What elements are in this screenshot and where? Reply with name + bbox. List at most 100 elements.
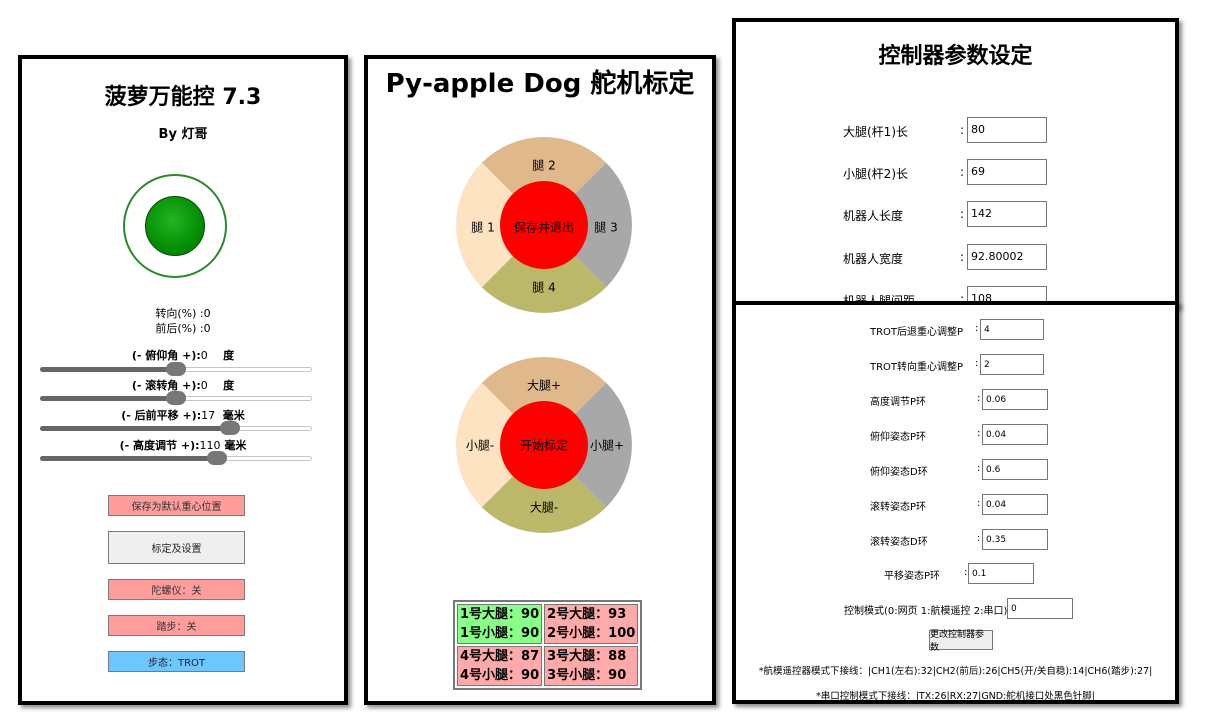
robot-length-input[interactable]: 142 (967, 201, 1047, 227)
height-unit: 毫米 (224, 439, 247, 452)
robot-params-panel: 控制器参数设定 大腿(杆1)长 : 80 小腿(杆2)长 : 69 机器人长度 … (732, 18, 1179, 308)
modify-params-button[interactable]: 更改控制器参数 (929, 630, 993, 653)
gyro-toggle-button[interactable]: 陀螺仪：关 (108, 579, 245, 600)
trot-back-p-input[interactable]: 4 (980, 319, 1044, 340)
colon: : (977, 393, 981, 404)
field-label: 机器人腿间距 (843, 292, 915, 304)
roll-label: (- 滚转角 +): (131, 379, 201, 392)
field-label: 大腿(杆1)长 (843, 125, 908, 139)
control-mode-input[interactable]: 0 (1007, 598, 1073, 619)
cell-text: 4号大腿：87 (460, 649, 540, 664)
field-row: 大腿(杆1)长 : 80 (843, 117, 1053, 143)
shift-p-input[interactable]: 0.1 (968, 563, 1034, 584)
roll-value: 0 (200, 379, 208, 392)
trot-turn-p-input[interactable]: 2 (980, 354, 1044, 375)
joystick-knob[interactable] (145, 196, 205, 256)
cell-text: 3号大腿：88 (547, 649, 627, 664)
shift-label: (- 后前平移 +): (121, 409, 202, 422)
slider-fill (40, 456, 217, 461)
cell-text: 4号小腿：90 (460, 668, 540, 683)
leg-4-label: 腿 4 (532, 280, 556, 295)
calibration-title: Py-apple Dog 舵机标定 (385, 69, 695, 99)
field-label: 机器人宽度 (843, 252, 904, 266)
field-label: 平移姿态P环 (884, 571, 941, 582)
field-row: 平移姿态P环 : 0.1 (884, 563, 1084, 584)
leg-select-pad: 腿 2 腿 1 腿 3 腿 4 保存并退出 (456, 137, 632, 313)
leg4-cell: 4号大腿：87 4号小腿：90 (457, 646, 543, 686)
roll-slider[interactable] (40, 391, 312, 407)
shift-slider[interactable] (40, 421, 312, 437)
height-slider[interactable] (40, 451, 312, 467)
roll-slider-label: (- 滚转角 +):0 度 (22, 377, 344, 393)
colon: : (960, 165, 965, 179)
height-value: 110 (199, 439, 221, 452)
shift-slider-label: (- 后前平移 +):17 毫米 (22, 407, 344, 423)
start-calibration-circle[interactable] (500, 401, 588, 489)
field-row: 俯仰姿态P环 : 0.04 (870, 424, 1070, 445)
leg-1-label: 腿 1 (471, 220, 495, 235)
colon: : (975, 323, 979, 334)
pitch-p-input[interactable]: 0.04 (982, 424, 1048, 445)
robot-width-input[interactable]: 92.80002 (967, 244, 1047, 270)
roll-p-input[interactable]: 0.04 (982, 494, 1048, 515)
save-exit-button[interactable]: 保存并退出 (513, 220, 575, 235)
colon: : (960, 250, 965, 264)
colon: : (960, 292, 965, 306)
calibrate-settings-button[interactable]: 标定及设置 (108, 531, 245, 564)
gait-button[interactable]: 步态：TROT (108, 651, 245, 672)
height-label: (- 高度调节 +): (119, 439, 200, 452)
slider-thumb[interactable] (206, 451, 227, 465)
shank-length-input[interactable]: 69 (967, 159, 1047, 185)
leg-2-label: 腿 2 (532, 158, 556, 173)
pitch-slider-label: (- 俯仰角 +):0 度 (22, 347, 344, 363)
stepping-toggle-button[interactable]: 踏步：关 (108, 615, 245, 636)
roll-d-input[interactable]: 0.35 (982, 529, 1048, 550)
field-label: 滚转姿态P环 (870, 502, 927, 513)
colon: : (977, 498, 981, 509)
forward-value: :0 (199, 322, 211, 335)
pitch-d-input[interactable]: 0.6 (982, 459, 1048, 480)
steer-value: :0 (199, 307, 211, 320)
calibration-panel: Py-apple Dog 舵机标定 腿 2 腿 1 腿 3 腿 4 保存并退出 … (364, 55, 716, 705)
forward-label: 前后(%) (155, 322, 197, 335)
slider-thumb[interactable] (220, 421, 241, 435)
field-label: 小腿(杆2)长 (843, 167, 908, 181)
author-label: By 灯哥 (158, 127, 208, 142)
serial-wiring-note: *串口控制模式下接线：|TX:26|RX:27|GND:舵机接口处黑色针脚| (815, 691, 1096, 702)
field-row: 机器人长度 : 142 (843, 201, 1053, 227)
start-calibration-button[interactable]: 开始标定 (519, 438, 569, 453)
params-title: 控制器参数设定 (878, 44, 1033, 69)
cell-text: 1号大腿：90 (460, 607, 540, 622)
field-row: 机器人宽度 : 92.80002 (843, 244, 1053, 270)
field-row: 小腿(杆2)长 : 69 (843, 159, 1053, 185)
cell-text: 1号小腿：90 (460, 626, 540, 641)
colon: : (977, 428, 981, 439)
joystick-ring[interactable] (123, 174, 227, 278)
field-row: 俯仰姿态D环 : 0.6 (870, 459, 1070, 480)
pitch-label: (- 俯仰角 +): (131, 349, 201, 362)
steer-label: 转向(%) (155, 307, 197, 320)
cell-text: 2号大腿：93 (547, 607, 627, 622)
colon: : (975, 358, 979, 369)
slider-thumb[interactable] (166, 391, 186, 405)
leg1-thigh-cell: 1号大腿：90 1号小腿：90 (457, 604, 543, 644)
thigh-length-input[interactable]: 80 (967, 117, 1047, 143)
save-default-button[interactable]: 保存为默认重心位置 (108, 495, 245, 516)
height-p-input[interactable]: 0.06 (982, 389, 1048, 410)
colon: : (960, 123, 965, 137)
slider-thumb[interactable] (166, 362, 186, 376)
pitch-slider[interactable] (40, 362, 312, 378)
roll-unit: 度 (223, 379, 235, 392)
thigh-plus-label: 大腿+ (526, 378, 562, 393)
slider-fill (40, 367, 176, 372)
field-label: 俯仰姿态D环 (870, 467, 928, 478)
colon: : (977, 463, 981, 474)
remote-control-panel: 菠萝万能控 7.3 By 灯哥 转向(%) :0 前后(%) :0 (- 俯仰角… (18, 55, 348, 705)
save-exit-circle[interactable] (500, 181, 588, 269)
adjust-pad: 大腿+ 小腿- 小腿+ 大腿- 开始标定 (456, 357, 632, 533)
field-row: TROT后退重心调整P : 4 (870, 319, 1070, 340)
pitch-unit: 度 (223, 349, 235, 362)
